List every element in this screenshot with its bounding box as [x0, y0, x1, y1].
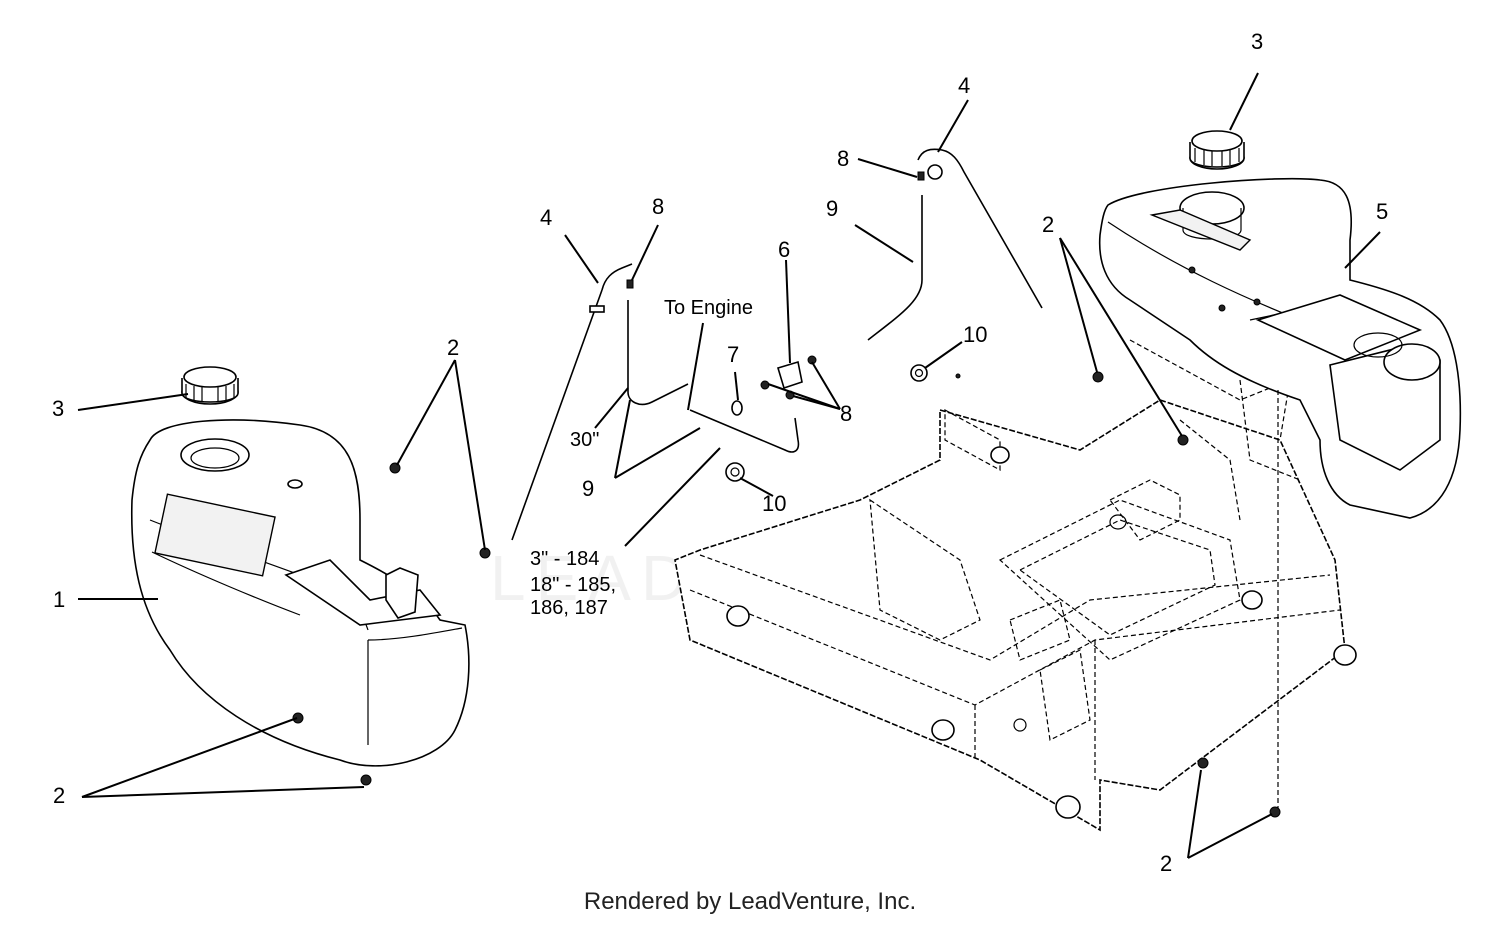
left-fuel-cap [181, 366, 239, 405]
callout-8-center: 8 [840, 401, 852, 426]
right-fuel-tank [1098, 177, 1462, 519]
right-fuel-hose [867, 195, 923, 341]
callout-2-left-bottom: 2 [53, 783, 65, 808]
callout-1: 1 [53, 587, 65, 612]
note-30-inch: 30" [570, 429, 599, 451]
fuel-valve [760, 355, 817, 400]
callout-4-left: 4 [540, 205, 552, 230]
left-tank-nuts [292, 462, 491, 786]
callout-4-right: 4 [958, 73, 970, 98]
note-hose-18in-line1: 18" - 185, [530, 574, 616, 596]
right-fuel-cap [1189, 130, 1245, 170]
callout-10-right: 10 [963, 322, 987, 347]
callout-2-right-bottom: 2 [1160, 851, 1172, 876]
callout-3-left: 3 [52, 396, 64, 421]
mower-frame [674, 339, 1357, 832]
right-grommet [910, 364, 961, 382]
note-hose-18in-line2: 186, 187 [530, 597, 608, 619]
callout-2-right-top: 2 [1042, 212, 1054, 237]
fuel-filter-clamp [731, 400, 743, 416]
left-vent-tube [511, 263, 633, 541]
callout-10-center: 10 [762, 491, 786, 516]
callout-8-right: 8 [837, 146, 849, 171]
fuel-hose-engine [689, 409, 800, 453]
callout-8-left: 8 [652, 194, 664, 219]
left-fuel-tank [130, 419, 470, 767]
right-tank-nuts [1092, 371, 1281, 818]
callout-9-left: 9 [582, 476, 594, 501]
callout-3-right: 3 [1251, 29, 1263, 54]
left-grommet [725, 462, 745, 482]
callout-7: 7 [727, 342, 739, 367]
callout-6: 6 [778, 237, 790, 262]
note-hose-3in: 3" - 184 [530, 548, 599, 570]
fuel-hose-30in [626, 279, 689, 406]
callout-2-left-top: 2 [447, 335, 459, 360]
callout-9-right: 9 [826, 196, 838, 221]
footer-credit: Rendered by LeadVenture, Inc. [583, 888, 917, 915]
right-vent-tube [917, 148, 1043, 309]
callout-5: 5 [1376, 199, 1388, 224]
note-to-engine: To Engine [664, 297, 753, 319]
leader-lines [77, 72, 1381, 859]
